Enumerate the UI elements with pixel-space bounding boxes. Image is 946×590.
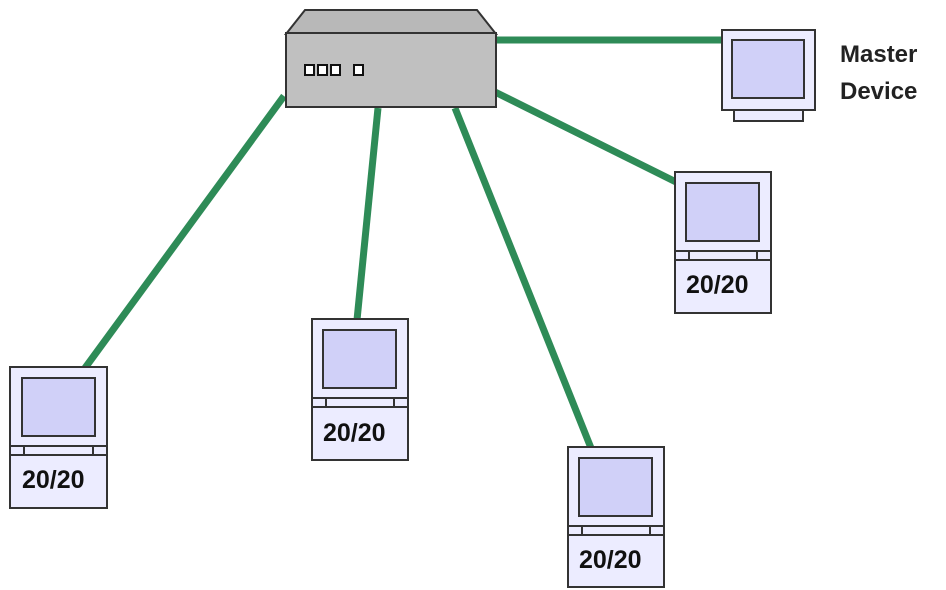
master-device: Master Device (721, 29, 917, 122)
device-3: 20/20 (567, 446, 665, 588)
link-device-3 (451, 106, 595, 450)
device-1: 20/20 (9, 366, 108, 509)
terminal-icon (674, 171, 772, 314)
link-device-4 (493, 88, 678, 186)
device-4: 20/20 (674, 171, 772, 314)
device-2: 20/20 (311, 318, 409, 461)
link-device-2 (353, 107, 382, 321)
link-device-1 (82, 93, 287, 371)
master-label-line2: Device (840, 78, 917, 105)
hub-ports (304, 64, 364, 76)
device-label: 20/20 (22, 466, 85, 494)
terminal-icon (9, 366, 108, 509)
device-label: 20/20 (579, 546, 642, 574)
network-switch-icon (283, 9, 499, 108)
device-label: 20/20 (323, 419, 386, 447)
monitor-icon (721, 29, 816, 122)
master-label-line1: Master (840, 41, 917, 68)
terminal-icon (567, 446, 665, 588)
terminal-icon (311, 318, 409, 461)
connections (82, 36, 722, 450)
device-label: 20/20 (686, 271, 749, 299)
